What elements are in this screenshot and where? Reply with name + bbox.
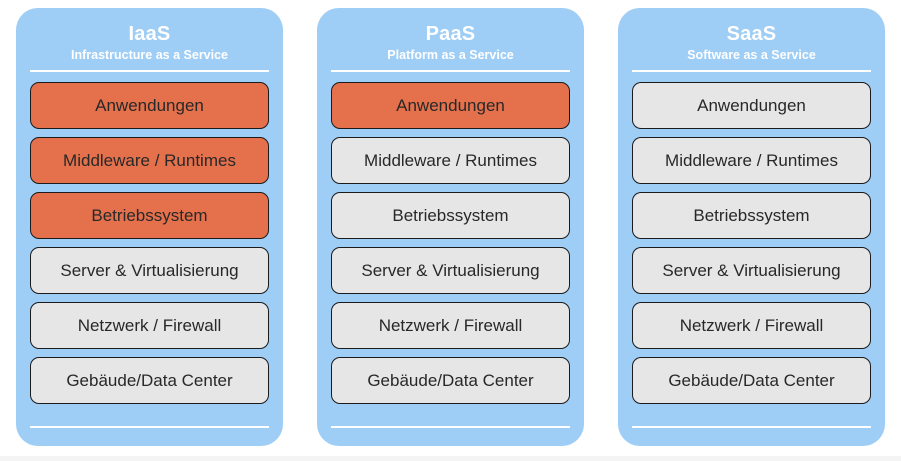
panel-subtitle-saas: Software as a Service <box>687 48 816 62</box>
header-divider-iaas <box>30 70 269 72</box>
layer-row[interactable]: Netzwerk / Firewall <box>632 302 871 349</box>
panel-footer-space-paas <box>317 428 584 446</box>
footer-divider-iaas <box>30 426 269 428</box>
layer-row[interactable]: Middleware / Runtimes <box>632 137 871 184</box>
panel-title-saas: SaaS <box>726 23 777 45</box>
panel-header-iaas: IaaS Infrastructure as a Service <box>16 8 283 64</box>
layer-row[interactable]: Server & Virtualisierung <box>632 247 871 294</box>
panel-subtitle-paas: Platform as a Service <box>387 48 514 62</box>
panel-footer-space-iaas <box>16 428 283 446</box>
layer-row[interactable]: Middleware / Runtimes <box>30 137 269 184</box>
layer-stack-iaas: Anwendungen Middleware / Runtimes Betrie… <box>16 72 283 416</box>
panel-title-iaas: IaaS <box>128 23 171 45</box>
layer-row[interactable]: Gebäude/Data Center <box>331 357 570 404</box>
layer-row[interactable]: Anwendungen <box>30 82 269 129</box>
layer-row[interactable]: Anwendungen <box>331 82 570 129</box>
footer-divider-paas <box>331 426 570 428</box>
layer-row[interactable]: Server & Virtualisierung <box>30 247 269 294</box>
panel-header-paas: PaaS Platform as a Service <box>317 8 584 64</box>
page-bottom-strip <box>0 456 901 461</box>
service-model-panel-saas[interactable]: SaaS Software as a Service Anwendungen M… <box>618 8 885 446</box>
layer-row[interactable]: Betriebssystem <box>331 192 570 239</box>
layer-row[interactable]: Server & Virtualisierung <box>331 247 570 294</box>
layer-row[interactable]: Gebäude/Data Center <box>30 357 269 404</box>
service-model-panel-paas[interactable]: PaaS Platform as a Service Anwendungen M… <box>317 8 584 446</box>
layer-row[interactable]: Betriebssystem <box>30 192 269 239</box>
panel-title-paas: PaaS <box>425 23 476 45</box>
footer-divider-saas <box>632 426 871 428</box>
panel-header-saas: SaaS Software as a Service <box>618 8 885 64</box>
panel-subtitle-iaas: Infrastructure as a Service <box>70 48 229 62</box>
service-model-panel-iaas[interactable]: IaaS Infrastructure as a Service Anwendu… <box>16 8 283 446</box>
header-divider-saas <box>632 70 871 72</box>
layer-row[interactable]: Middleware / Runtimes <box>331 137 570 184</box>
header-divider-paas <box>331 70 570 72</box>
layer-row[interactable]: Betriebssystem <box>632 192 871 239</box>
layer-row[interactable]: Anwendungen <box>632 82 871 129</box>
layer-stack-saas: Anwendungen Middleware / Runtimes Betrie… <box>618 72 885 416</box>
layer-row[interactable]: Netzwerk / Firewall <box>30 302 269 349</box>
layer-row[interactable]: Netzwerk / Firewall <box>331 302 570 349</box>
panel-footer-space-saas <box>618 428 885 446</box>
layer-row[interactable]: Gebäude/Data Center <box>632 357 871 404</box>
layer-stack-paas: Anwendungen Middleware / Runtimes Betrie… <box>317 72 584 416</box>
